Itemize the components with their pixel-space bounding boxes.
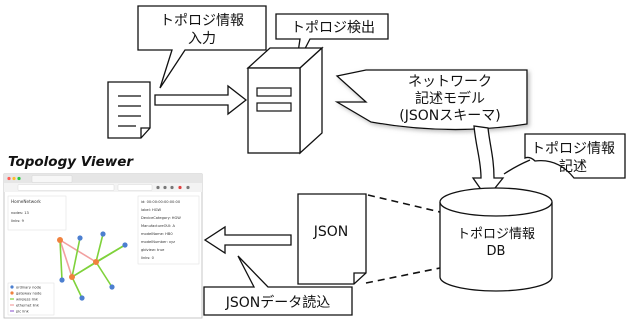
- read-callout-label: JSONデータ読込: [225, 294, 331, 311]
- detect-callout-label: トポロジ検出: [291, 20, 375, 36]
- topology-viewer-screenshot: HomeNetwork nodes: 13 links: 9 id: 00:00…: [3, 173, 203, 319]
- input-callout: トポロジ情報 入力: [137, 5, 267, 89]
- arrow-to-viewer: [203, 225, 292, 255]
- input-callout-line2: 入力: [188, 31, 216, 47]
- db-label-line2: DB: [487, 244, 506, 259]
- input-callout-line1: トポロジ情報: [160, 13, 244, 29]
- viewer-detail-line: modelName: HB0: [141, 232, 173, 236]
- viewer-detail-line: label: HGW: [141, 208, 162, 212]
- write-callout-line1: トポロジ情報: [531, 141, 615, 157]
- viewer-legend-item: wireless link: [16, 298, 39, 302]
- arrow-to-detector: [154, 84, 248, 116]
- model-callout-line1: ネットワーク: [408, 74, 492, 90]
- topology-viewer-title: Topology Viewer: [8, 154, 134, 170]
- arrow-to-db: [471, 125, 505, 200]
- viewer-detail-line: gblview: true: [141, 248, 165, 252]
- viewer-detail-line: id: 00:00:00:00:00:00: [141, 200, 181, 204]
- dashed-connector-bottom: [365, 267, 441, 284]
- topology-db-cylinder: トポロジ情報 DB: [439, 187, 553, 292]
- viewer-legend-item: plc link: [16, 310, 30, 314]
- viewer-legend-item: ethernet link: [16, 304, 40, 308]
- viewer-legend-item: ordinary node: [16, 286, 42, 290]
- viewer-stat-links: links: 9: [11, 219, 25, 223]
- read-callout: JSONデータ読込: [203, 255, 353, 316]
- viewer-detail-line: modelNumber: xyz: [141, 240, 175, 244]
- viewer-legend-item: gateway node: [16, 292, 42, 296]
- viewer-detail-line: ManufactureOUI: A: [141, 224, 175, 228]
- model-callout-line3: (JSONスキーマ): [399, 108, 500, 124]
- write-callout: トポロジ情報 記述: [503, 133, 626, 179]
- write-callout-line2: 記述: [559, 158, 587, 175]
- dashed-connector-top: [367, 194, 441, 213]
- viewer-stat-nodes: nodes: 13: [11, 211, 29, 215]
- json-document-label: JSON: [313, 224, 349, 240]
- viewer-sidebar-title: HomeNetwork: [11, 199, 41, 204]
- viewer-detail-line: links: 0: [141, 256, 155, 260]
- model-callout: [334, 69, 528, 131]
- db-label-line1: トポロジ情報: [457, 227, 535, 242]
- input-document: [107, 81, 151, 139]
- json-document: JSON: [297, 193, 367, 285]
- topology-detector-server: [246, 46, 324, 155]
- model-callout-line2: 記述モデル: [415, 90, 485, 107]
- viewer-detail-line: DeviceCategory: HGW: [141, 216, 181, 220]
- viewer-graph-nodes: [57, 231, 128, 301]
